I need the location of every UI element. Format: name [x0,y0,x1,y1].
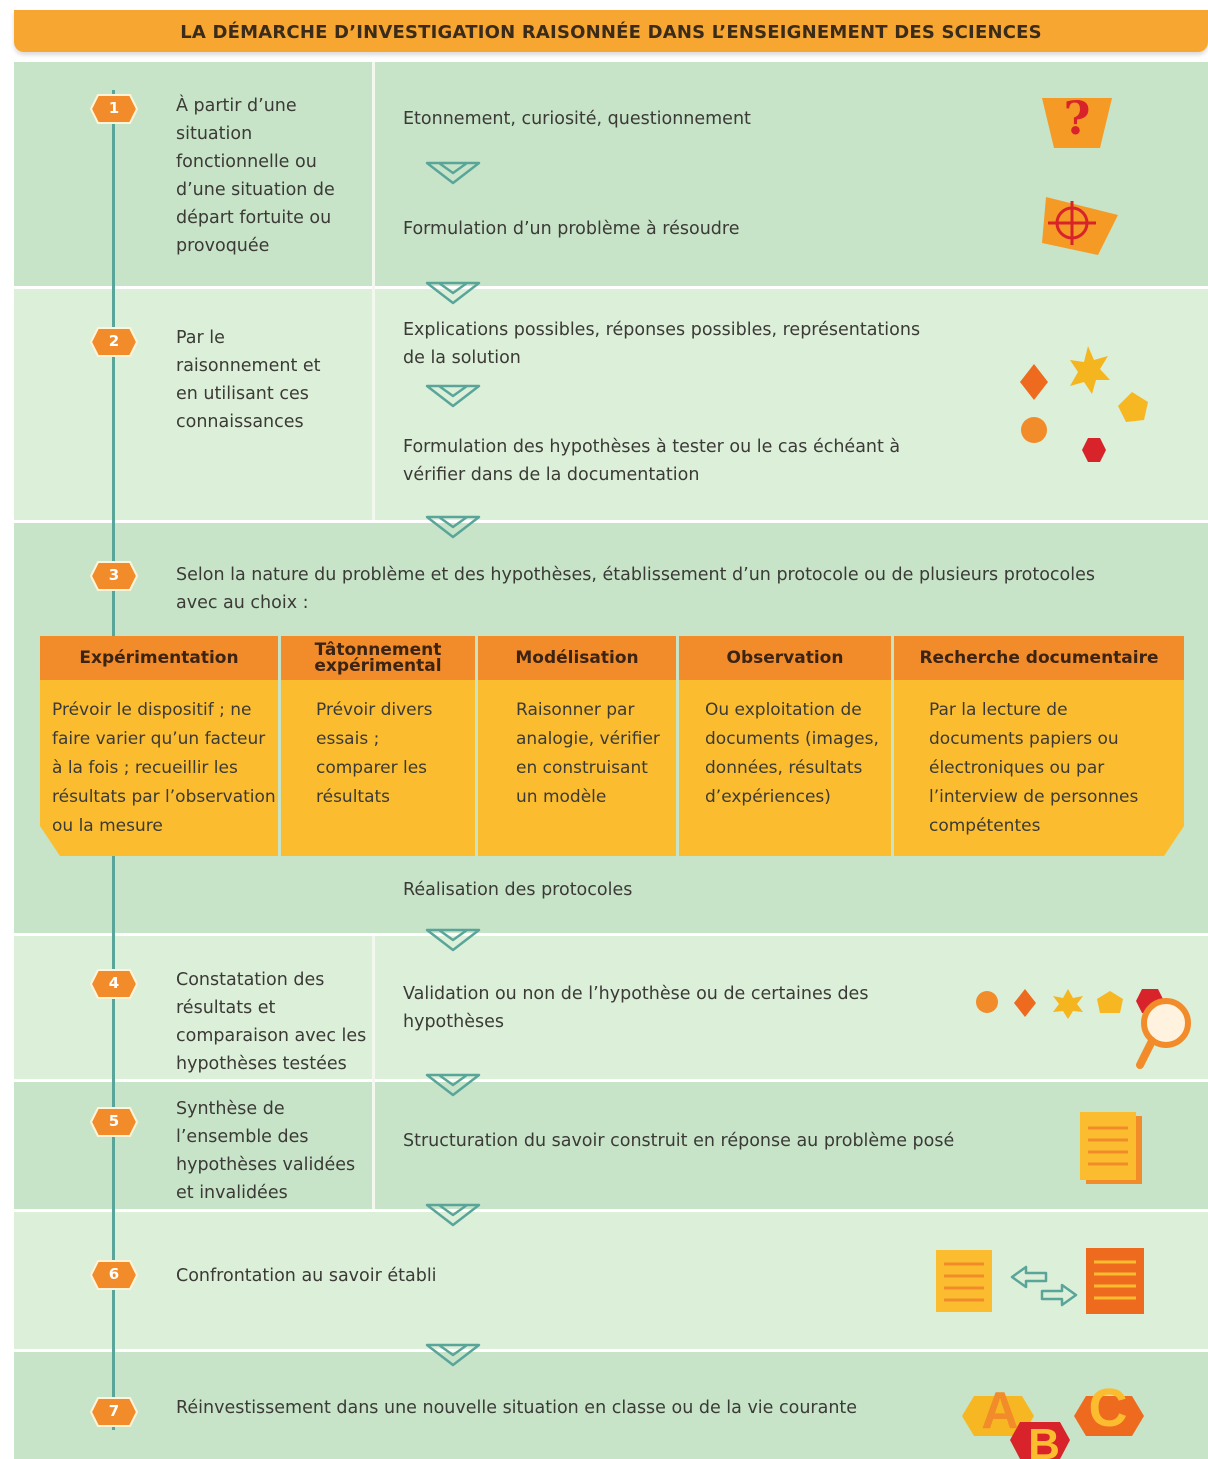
abc-letter-a: A [981,1382,1019,1440]
step-badge-3: 3 [89,560,139,592]
document-icon [936,1250,992,1312]
step-number: 7 [108,1402,120,1420]
step-5-description: Synthèse de l’ensemble des hypothèses va… [176,1099,356,1203]
exchange-arrows-icon [1010,1265,1078,1307]
protocol-table: Expérimentation Tâtonnement expérimental… [40,636,1184,856]
down-arrow-icon [425,928,481,952]
protocol-header: Recherche documentaire [894,636,1184,680]
page-title: LA DÉMARCHE D’INVESTIGATION RAISONNÉE DA… [180,22,1042,43]
protocol-cell: Prévoir le dispositif ; ne faire varier … [40,680,278,856]
protocol-cell-text: Raisonner par analogie, vérifier en cons… [516,700,660,807]
step-5-structuring: Structuration du savoir construit en rép… [403,1131,955,1151]
protocol-cell-text: Prévoir divers essais ; comparer les rés… [316,700,433,807]
protocol-cell: Par la lecture de documents papiers ou é… [894,680,1184,856]
step-number: 1 [108,99,120,117]
down-arrow-icon [425,1203,481,1227]
table-corner [40,826,60,856]
down-arrow-icon [425,281,481,305]
protocol-cell: Ou exploitation de documents (images, do… [679,680,891,856]
svg-text:?: ? [1064,91,1091,145]
band-step-5 [14,1082,1208,1209]
shapes-icon [1020,346,1148,462]
step-number: 2 [108,332,120,350]
column-divider [372,62,375,520]
step-number: 4 [108,974,120,992]
step-1-description: À partir d’une situation fonctionnelle o… [176,96,335,256]
step-badge-7: 7 [89,1396,139,1428]
step-7-text: Réinvestissement dans une nouvelle situa… [176,1398,858,1418]
band-step-4 [14,936,1208,1079]
step-2-hypotheses: Formulation des hypothèses à tester ou l… [403,437,901,485]
step-badge-1: 1 [89,93,139,125]
document-icon [1086,1248,1144,1314]
step-1-questioning: Etonnement, curiosité, questionnement [403,109,751,129]
step-number: 6 [108,1265,120,1283]
shapes-row-icon [976,989,1123,1019]
protocol-header: Observation [679,636,891,680]
protocol-cell-text: Prévoir le dispositif ; ne faire varier … [52,700,276,836]
step-3-intro: Selon la nature du problème et des hypot… [176,565,1095,613]
protocol-header: Modélisation [478,636,676,680]
step-4-validation: Validation ou non de l’hypothèse ou de c… [403,984,869,1032]
step-badge-2: 2 [89,326,139,358]
question-icon: ? [1042,91,1112,148]
table-corner [1164,826,1184,856]
protocol-cell: Prévoir divers essais ; comparer les rés… [281,680,475,856]
abc-blocks-icon: A B C [962,1378,1144,1459]
step-2-description: Par le raisonnement et en utilisant ces … [176,328,321,432]
step-number: 5 [108,1112,120,1130]
down-arrow-icon [425,1073,481,1097]
target-icon [1042,197,1118,255]
step-badge-6: 6 [89,1259,139,1291]
document-icon [1080,1112,1142,1184]
step-2-explanations: Explications possibles, réponses possibl… [403,320,921,368]
step-badge-5: 5 [89,1106,139,1138]
abc-letter-c: C [1089,1378,1128,1438]
protocol-cell-text: Ou exploitation de documents (images, do… [705,700,879,807]
step-1-problem: Formulation d’un problème à résoudre [403,219,740,239]
protocol-cell-text: Par la lecture de documents papiers ou é… [929,700,1139,836]
column-divider [372,936,375,1209]
step-4-description: Constatation des résultats et comparaiso… [176,970,367,1074]
step-6-text: Confrontation au savoir établi [176,1266,437,1286]
step-badge-4: 4 [89,968,139,1000]
step-number: 3 [108,566,120,584]
step-3-outro: Réalisation des protocoles [403,880,633,900]
down-arrow-icon [425,1343,481,1367]
abc-letter-b: B [1028,1420,1060,1459]
magnifier-icon [1136,989,1191,1069]
band-step-6 [14,1212,1208,1349]
band-step-2 [14,289,1208,520]
title-banner: LA DÉMARCHE D’INVESTIGATION RAISONNÉE DA… [14,10,1208,52]
protocol-header: Tâtonnement expérimental [281,636,475,680]
down-arrow-icon [425,161,481,185]
protocol-cell: Raisonner par analogie, vérifier en cons… [478,680,676,856]
down-arrow-icon [425,515,481,539]
protocol-header: Expérimentation [40,636,278,680]
down-arrow-icon [425,384,481,408]
band-step-1 [14,62,1208,286]
